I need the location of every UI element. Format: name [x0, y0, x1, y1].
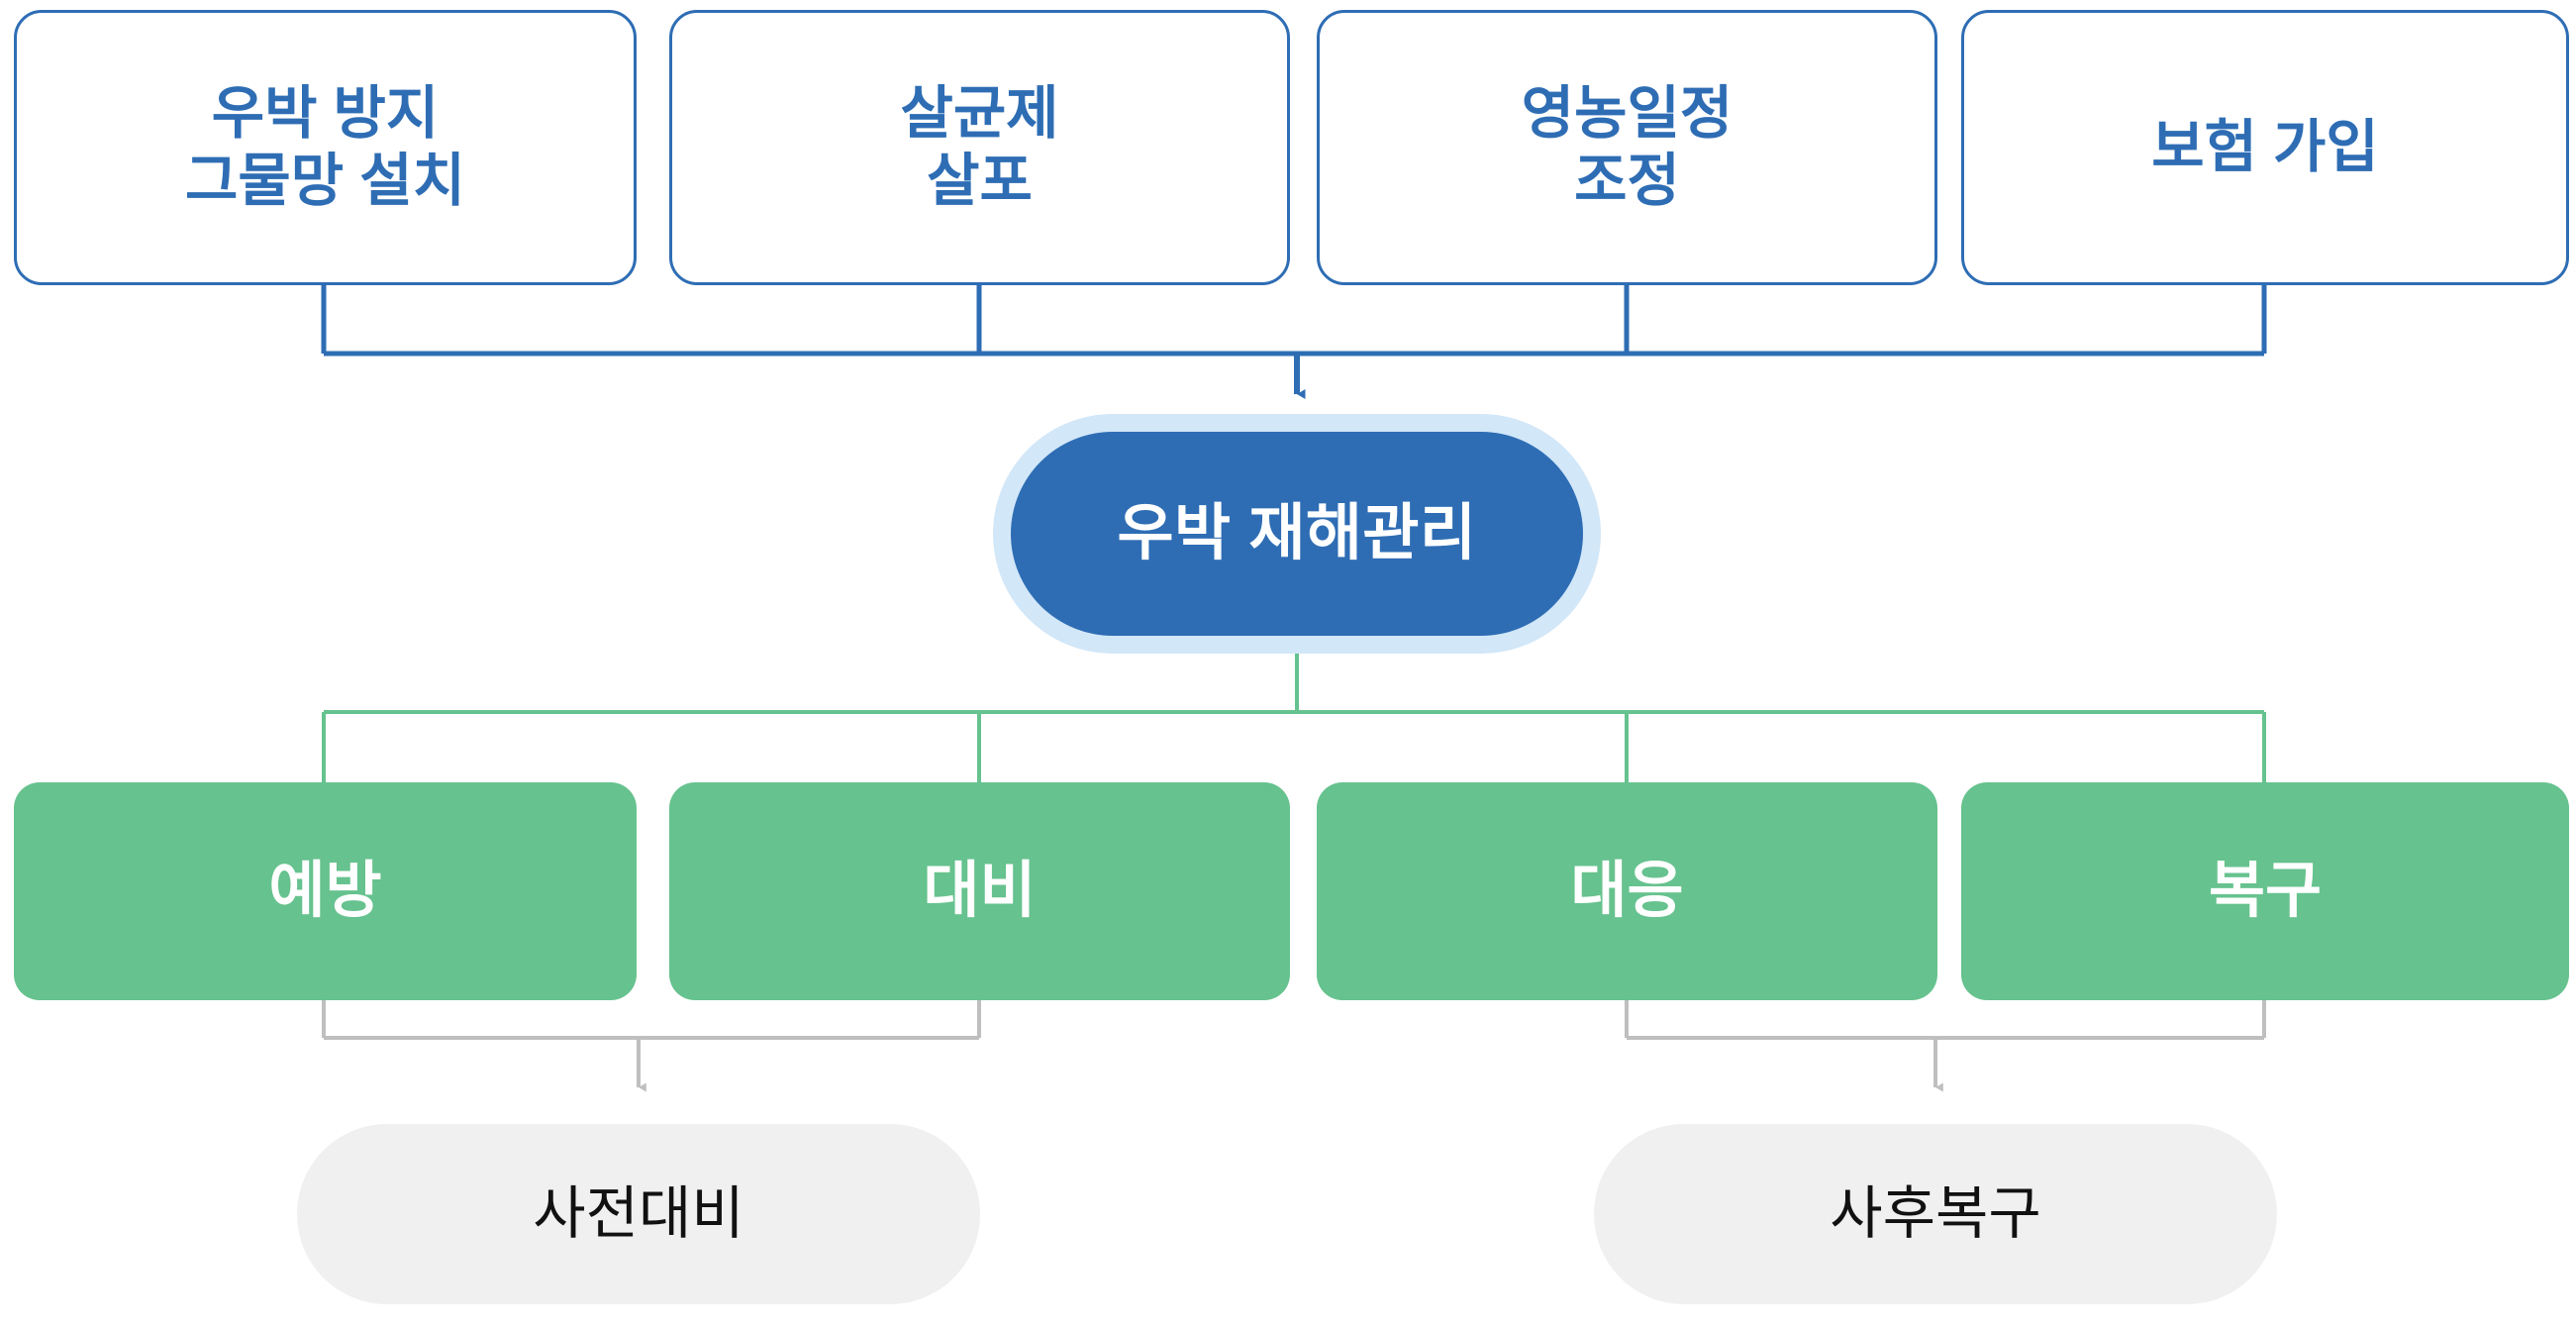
- outcome-label: 사후복구: [1830, 1180, 2041, 1246]
- green-connector-group: [322, 638, 2266, 782]
- hub-label: 우박 재해관리: [1117, 499, 1477, 568]
- phase-box-preparedness[interactable]: 대비: [669, 782, 1290, 1000]
- gray-connector-group: [322, 1000, 2266, 1040]
- phase-label: 예방: [268, 857, 382, 926]
- strategy-line-1: 영농일정: [1521, 80, 1734, 146]
- strategy-line-2: 그물망 설치: [185, 149, 465, 213]
- strategy-box-farming-schedule[interactable]: 영농일정 조정: [1317, 10, 1937, 285]
- hub-node-hail-disaster-management[interactable]: 우박 재해관리: [1011, 432, 1583, 636]
- strategy-line-2: 살포: [927, 149, 1033, 213]
- strategy-line-1: 보험 가입: [2151, 114, 2379, 179]
- strategy-box-fungicide[interactable]: 살균제 살포: [669, 10, 1290, 285]
- outcome-label: 사전대비: [533, 1180, 744, 1246]
- phase-box-response[interactable]: 대응: [1317, 782, 1937, 1000]
- strategy-box-farming-schedule-label: 영농일정 조정: [1522, 80, 1733, 216]
- strategy-box-fungicide-label: 살균제 살포: [900, 80, 1058, 216]
- phase-label: 복구: [2208, 857, 2323, 926]
- phase-label: 대응: [1570, 857, 1684, 926]
- strategy-box-insurance[interactable]: 보험 가입: [1961, 10, 2569, 285]
- strategy-line-2: 조정: [1574, 149, 1680, 213]
- phase-label: 대비: [923, 857, 1037, 926]
- outcome-pill-pre-preparation[interactable]: 사전대비: [297, 1124, 980, 1304]
- outcome-pill-post-recovery[interactable]: 사후복구: [1594, 1124, 2277, 1304]
- phase-box-recovery[interactable]: 복구: [1961, 782, 2569, 1000]
- strategy-line-1: 우박 방지: [211, 80, 440, 146]
- strategy-box-hail-net[interactable]: 우박 방지 그물망 설치: [14, 10, 637, 285]
- strategy-line-1: 살균제: [900, 80, 1059, 146]
- phase-box-prevention[interactable]: 예방: [14, 782, 637, 1000]
- blue-connector-group: [321, 285, 2267, 357]
- strategy-box-insurance-label: 보험 가입: [2151, 114, 2379, 181]
- strategy-box-hail-net-label: 우박 방지 그물망 설치: [185, 80, 465, 216]
